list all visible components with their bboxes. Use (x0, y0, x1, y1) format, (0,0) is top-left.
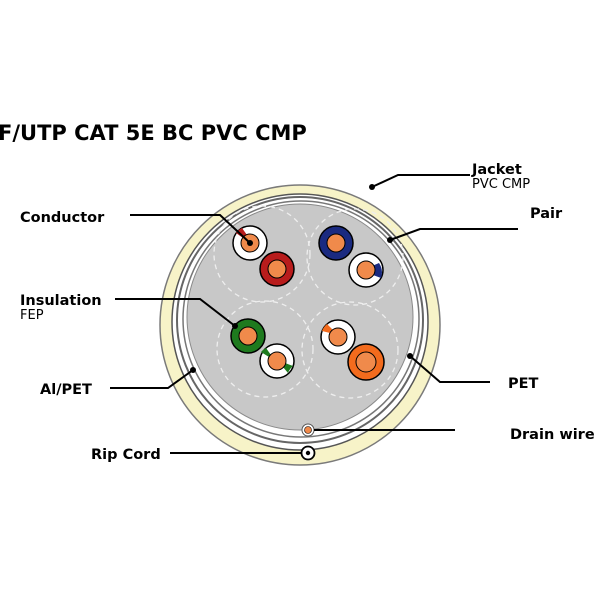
conductor-leader (130, 214, 251, 244)
jacket-leader (371, 174, 470, 188)
insulation-leader (115, 298, 236, 327)
label-rip-cord: Rip Cord (91, 447, 161, 463)
rip-cord-core (305, 450, 311, 456)
pair-orange (320, 319, 385, 381)
label-insulation-sub: FEP (20, 308, 44, 323)
label-drain-wire: Drain wire (510, 427, 595, 443)
pair-outline-blue (306, 208, 404, 306)
conductor-copper (356, 260, 376, 280)
label-jacket: Jacket (471, 162, 522, 178)
al-pet-leader (110, 369, 194, 389)
pair-outline-green (216, 300, 314, 398)
diagram-title: F/UTP CAT 5E BC PVC CMP (0, 121, 307, 145)
pet-tape (182, 200, 420, 438)
al-pet-foil (176, 196, 424, 444)
conductor-copper (267, 259, 287, 279)
label-insulation: Insulation (20, 293, 102, 309)
pair-blue (318, 225, 384, 288)
pet-leader (409, 355, 490, 383)
conductor-copper (326, 233, 346, 253)
pair-outline-orange (301, 301, 399, 399)
pair-outline-brown (213, 205, 311, 303)
drain-wire-core (304, 426, 312, 434)
conductor-copper (238, 326, 258, 346)
conductor-copper (328, 327, 348, 347)
label-conductor: Conductor (20, 210, 105, 226)
conductor-copper (267, 351, 287, 371)
pair-green (230, 318, 295, 379)
conductor-copper (355, 351, 377, 373)
label-pet: PET (508, 376, 539, 392)
label-pair: Pair (530, 206, 563, 222)
pair-leader (389, 228, 518, 241)
label-al-pet: Al/PET (40, 382, 92, 398)
label-jacket-sub: PVC CMP (472, 177, 530, 192)
